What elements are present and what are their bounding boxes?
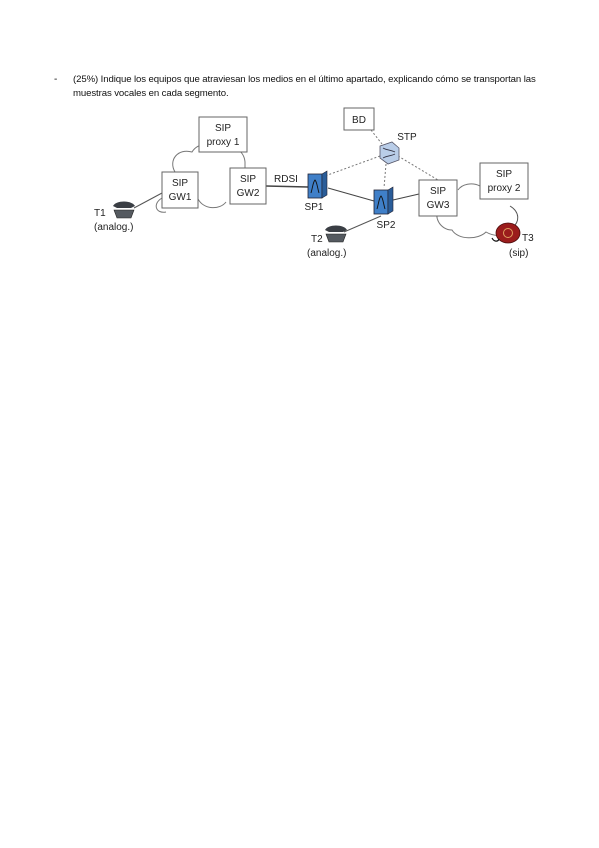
link-sp2-gw3: [392, 193, 420, 201]
label-t3-line2: (sip): [509, 248, 528, 259]
link-t1-gw1: [133, 192, 163, 209]
label-proxy2-line2: proxy 2: [488, 183, 521, 194]
label-gw3-line1: SIP: [430, 186, 446, 197]
link-stp-sp1: [324, 155, 381, 177]
label-gw2-line1: SIP: [240, 174, 256, 185]
link-sp2-t2: [343, 215, 382, 233]
sp2-switch-icon: [373, 186, 394, 215]
link-stp-sp2: [383, 163, 387, 189]
label-sp1: SP1: [305, 202, 324, 213]
box-sip-gw2: [229, 167, 267, 205]
label-bd: BD: [352, 115, 366, 126]
label-t3-line1: T3: [522, 233, 534, 244]
list-bullet: -: [54, 74, 58, 85]
box-sip-proxy-2: [479, 162, 529, 200]
stp-switch-icon: [379, 141, 400, 165]
link-sp1-sp2: [327, 187, 375, 202]
link-bd-stp: [370, 129, 383, 145]
label-gw1-line2: GW1: [169, 192, 192, 203]
label-proxy1-line1: SIP: [215, 123, 231, 134]
label-t1-line2: (analog.): [94, 222, 133, 233]
label-gw2-line2: GW2: [237, 188, 260, 199]
label-stp: STP: [397, 132, 417, 143]
label-proxy1-line2: proxy 1: [207, 137, 240, 148]
sp1-switch-icon: [307, 170, 328, 199]
label-rdsi: RDSI: [274, 174, 298, 185]
box-bd: [343, 107, 375, 131]
question-text: (25%) Indique los equipos que atraviesan…: [73, 74, 536, 99]
label-sp2: SP2: [377, 220, 396, 231]
label-gw1-line1: SIP: [172, 178, 188, 189]
label-t2-line2: (analog.): [307, 248, 346, 259]
box-sip-gw3: [418, 179, 458, 217]
t1-phone-icon: [113, 201, 135, 219]
network-diagram: SIP proxy 1 SIP GW1 SIP GW2 BD SIP GW3 S…: [94, 107, 534, 259]
t3-sip-phone-icon: [491, 222, 521, 244]
label-t1-line1: T1: [94, 208, 106, 219]
link-stp-gw3: [397, 155, 439, 181]
link-gw2-sp1: [265, 185, 309, 188]
label-proxy2-line1: SIP: [496, 169, 512, 180]
label-gw3-line2: GW3: [427, 200, 450, 211]
box-sip-proxy-1: [198, 116, 248, 153]
label-t2-line1: T2: [311, 234, 323, 245]
t2-phone-icon: [325, 225, 347, 243]
box-sip-gw1: [161, 171, 199, 209]
